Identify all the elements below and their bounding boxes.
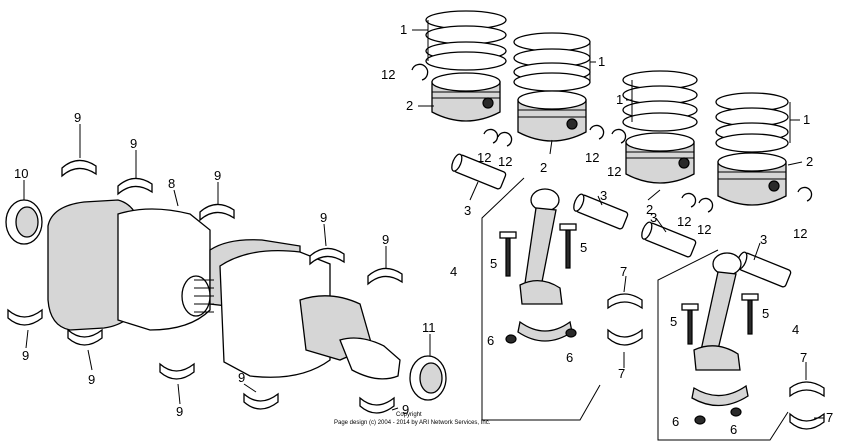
rod-bolts <box>499 223 577 277</box>
callout-5: 5 <box>670 314 677 329</box>
callout-6: 6 <box>672 414 679 429</box>
piston-ring-set <box>425 10 507 71</box>
callout-9: 9 <box>238 370 245 385</box>
callout-9: 9 <box>176 404 183 419</box>
callout-5: 5 <box>762 306 769 321</box>
callout-9: 9 <box>74 110 81 125</box>
rod-nuts <box>505 328 577 344</box>
rear-oil-seal[interactable] <box>5 199 43 245</box>
copyright-line-1: Copyright <box>396 412 422 418</box>
callout-12: 12 <box>607 164 621 179</box>
connecting-rod <box>519 188 563 305</box>
callout-3: 3 <box>600 188 607 203</box>
copyright-notice: Copyright Page design (c) 2004 - 2014 by… <box>334 412 491 426</box>
piston-ring-set <box>622 70 698 132</box>
piston <box>431 72 501 122</box>
callout-3: 3 <box>464 203 471 218</box>
callout-12: 12 <box>793 226 807 241</box>
callout-6: 6 <box>730 422 737 437</box>
callout-10: 10 <box>14 166 28 181</box>
callout-8: 8 <box>168 176 175 191</box>
callout-9: 9 <box>402 402 409 417</box>
callout-11: 11 <box>422 320 436 335</box>
connecting-rod <box>693 252 742 371</box>
callout-7: 7 <box>800 350 807 365</box>
callout-9: 9 <box>88 372 95 387</box>
piston-assembly-3[interactable] <box>622 70 698 184</box>
callout-9: 9 <box>130 136 137 151</box>
callout-9: 9 <box>22 348 29 363</box>
connecting-rod-group-1[interactable] <box>481 177 601 421</box>
callout-12: 12 <box>381 67 395 82</box>
rod-cap <box>517 320 573 342</box>
piston-pin-clips[interactable] <box>411 63 813 213</box>
main-bearings[interactable] <box>7 159 403 414</box>
rod-bolts <box>681 293 759 345</box>
callout-3: 3 <box>760 232 767 247</box>
piston-pins[interactable] <box>450 153 792 288</box>
callout-12: 12 <box>477 150 491 165</box>
callout-7: 7 <box>620 264 627 279</box>
callout-6: 6 <box>487 333 494 348</box>
callout-9: 9 <box>320 210 327 225</box>
callout-1: 1 <box>803 112 810 127</box>
front-oil-seal[interactable] <box>409 355 447 401</box>
callout-2: 2 <box>646 202 653 217</box>
piston <box>517 90 587 142</box>
callout-2: 2 <box>540 160 547 175</box>
piston <box>625 132 695 184</box>
piston-assembly-1[interactable] <box>425 10 507 122</box>
callout-1: 1 <box>400 22 407 37</box>
piston <box>717 152 787 206</box>
callout-4: 4 <box>450 264 457 279</box>
piston-ring-set <box>513 32 591 92</box>
callout-9: 9 <box>382 232 389 247</box>
callout-1: 1 <box>616 92 623 107</box>
callout-6: 6 <box>566 350 573 365</box>
callout-9: 9 <box>214 168 221 183</box>
copyright-line-2: Page design (c) 2004 - 2014 by ARI Netwo… <box>334 420 491 426</box>
callout-7: 7 <box>618 366 625 381</box>
piston-assembly-2[interactable] <box>513 32 591 142</box>
piston-assembly-4[interactable] <box>715 92 789 206</box>
callout-12: 12 <box>677 214 691 229</box>
callout-labels: 1 1 1 1 12 12 12 12 12 12 12 12 2 2 2 2 … <box>14 22 833 437</box>
callout-5: 5 <box>490 256 497 271</box>
rod-nuts <box>694 407 742 425</box>
callout-2: 2 <box>806 154 813 169</box>
callout-4: 4 <box>792 322 799 337</box>
callout-7: 7 <box>826 410 833 425</box>
piston-ring-set <box>715 92 789 153</box>
callout-12: 12 <box>498 154 512 169</box>
rod-cap <box>691 384 749 407</box>
callout-3: 3 <box>650 210 657 225</box>
callout-12: 12 <box>697 222 711 237</box>
leader-lines <box>23 20 824 419</box>
connecting-rod-group-2[interactable] <box>657 249 789 441</box>
callout-1: 1 <box>598 54 605 69</box>
callout-12: 12 <box>585 150 599 165</box>
callout-2: 2 <box>406 98 413 113</box>
crankshaft[interactable] <box>47 199 401 380</box>
callout-5: 5 <box>580 240 587 255</box>
rod-bearings[interactable] <box>607 293 825 430</box>
